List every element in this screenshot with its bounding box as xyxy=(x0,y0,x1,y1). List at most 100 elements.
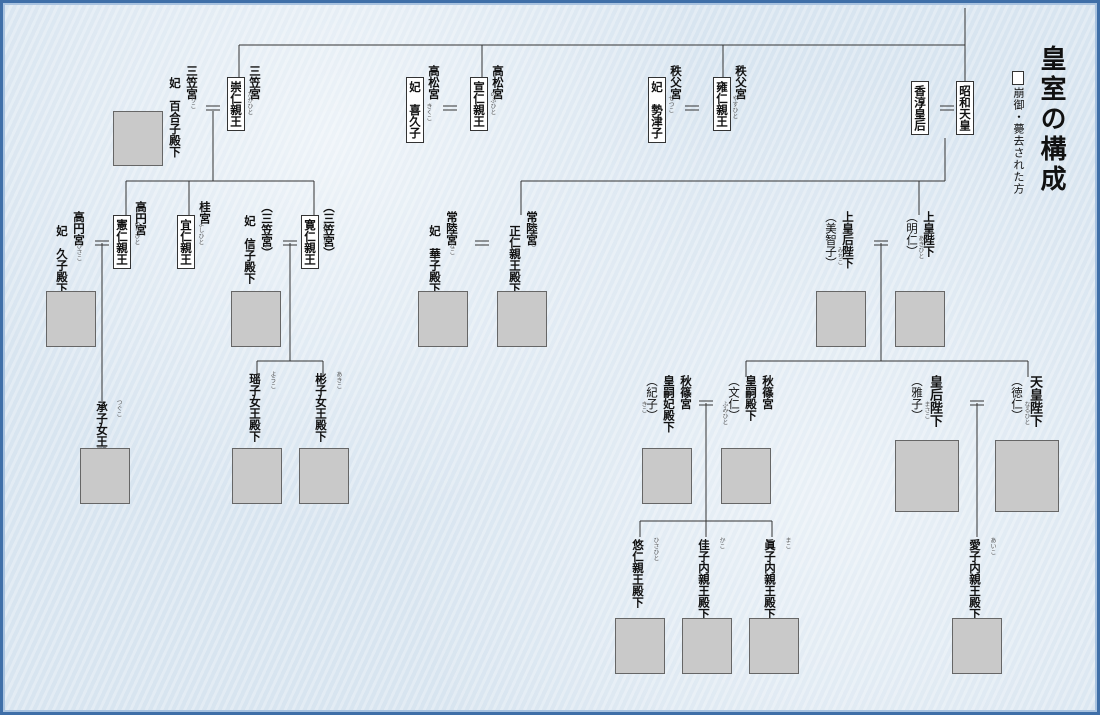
member-naruhito-line-1: （徳仁） xyxy=(1010,375,1024,421)
member-mako: 眞子内親王殿下 xyxy=(763,539,777,620)
member-chichibu-wife-line-1: 妃 勢津子 xyxy=(648,77,666,143)
member-tomohito-line-0: （三笠宮） xyxy=(322,201,336,259)
portrait-kako xyxy=(682,618,732,674)
portrait-mikasa-yuriko xyxy=(113,111,163,166)
portrait-tsuguko xyxy=(80,448,130,504)
member-hanako-line-0: 常陸宮 xyxy=(445,211,459,246)
ruby-hisako: ひさこ xyxy=(75,243,82,261)
portrait-hanako xyxy=(418,291,468,347)
member-fumihito-line-0: 秋篠宮 xyxy=(761,375,775,410)
member-akihito-line-0: 上皇陛下 xyxy=(922,211,936,257)
member-hisahito-line-0: 悠仁親王殿下 xyxy=(631,539,645,608)
ruby-takamatsu: のぶひと xyxy=(489,91,496,115)
member-takamatsu-line-0: 高松宮 xyxy=(491,65,505,100)
member-akiko-line-0: 彬子女王殿下 xyxy=(314,373,328,442)
member-showa: 昭和天皇 xyxy=(956,81,974,135)
member-akiko: 彬子女王殿下 xyxy=(314,373,328,442)
ruby-kiko: きこ xyxy=(640,401,647,413)
chart-title: 皇室の構成 xyxy=(1036,45,1066,195)
member-masako-line-1: （雅子） xyxy=(910,375,924,421)
member-naruhito: 天皇陛下 （徳仁） xyxy=(1010,375,1042,427)
member-mikasa-wife: 三笠宮 妃 百合子殿下 xyxy=(168,65,199,158)
member-mikasa-line-0: 三笠宮 xyxy=(248,65,262,100)
member-akihito-line-1: （明仁） xyxy=(905,211,919,257)
ruby-tomohito: ともひと xyxy=(321,221,328,245)
member-hanako: 常陸宮 妃 華子殿下 xyxy=(428,211,459,294)
member-tomohito-line-1: 寛仁親王 xyxy=(301,215,319,269)
member-kako-line-0: 佳子内親王殿下 xyxy=(697,539,711,620)
ruby-aiko: あいこ xyxy=(989,537,996,555)
portrait-akiko xyxy=(299,448,349,504)
member-takamatsu-line-1: 宣仁親王 xyxy=(470,77,488,131)
member-chichibu-line-0: 秩父宮 xyxy=(734,65,748,100)
ruby-michiko: みちこ xyxy=(836,247,843,265)
member-yoko: 瑶子女王殿下 xyxy=(248,373,262,442)
ruby-chichibu: やすひと xyxy=(731,95,738,119)
member-kojun: 香淳皇后 xyxy=(911,81,929,135)
member-kiko-line-1: 皇嗣妃殿下 xyxy=(662,375,676,433)
portrait-aiko xyxy=(952,618,1002,674)
portrait-kiko xyxy=(642,448,692,504)
member-michiko-line-0: 上皇后陛下 xyxy=(841,211,855,269)
ruby-hanako: はなこ xyxy=(448,237,455,255)
ruby-chichibu-wife: せつこ xyxy=(667,95,674,113)
ruby-naruhito: なるひと xyxy=(1023,401,1030,425)
portrait-hisahito xyxy=(615,618,665,674)
member-akihito: 上皇陛下 （明仁） xyxy=(905,211,936,257)
member-kako: 佳子内親王殿下 xyxy=(697,539,711,620)
ruby-akiko: あきこ xyxy=(335,371,342,389)
ruby-hisahito: ひさひと xyxy=(652,537,659,561)
member-kiko: 秋篠宮 皇嗣妃殿下 （紀子） xyxy=(645,375,693,433)
ruby-mikasa: たかひと xyxy=(246,91,253,115)
portrait-nobuko xyxy=(231,291,281,347)
tree-lines xyxy=(95,8,1029,537)
ruby-tsuguko: つぐこ xyxy=(115,399,122,417)
legend-text: 崩御・薨去された方 xyxy=(1012,87,1025,195)
legend-box-marker xyxy=(1012,71,1024,85)
member-fumihito: 秋篠宮 皇嗣殿下 （文仁） xyxy=(727,375,775,421)
member-katsura-line-0: 桂宮 xyxy=(198,201,212,224)
ruby-fumihito: ふみひと xyxy=(721,401,728,425)
member-takamatsu-wife-line-1: 妃 喜久子 xyxy=(406,77,424,143)
portrait-hitachi xyxy=(497,291,547,347)
member-aiko-line-0: 愛子内親王殿下 xyxy=(968,539,982,620)
member-fumihito-line-2: （文仁） xyxy=(727,375,741,421)
member-aiko: 愛子内親王殿下 xyxy=(968,539,982,620)
member-michiko: 上皇后陛下 （美智子） xyxy=(824,211,855,269)
member-takamado-line-1: 憲仁親王 xyxy=(113,215,131,269)
member-tomohito: （三笠宮） 寛仁親王 xyxy=(301,201,336,269)
member-takamatsu-wife: 高松宮 妃 喜久子 xyxy=(406,65,441,143)
member-yoko-line-0: 瑶子女王殿下 xyxy=(248,373,262,442)
ruby-katsura: よしひと xyxy=(197,221,204,245)
ruby-hitachi: まさひと xyxy=(529,223,536,247)
portrait-hisako xyxy=(46,291,96,347)
member-masako-line-0: 皇后陛下 xyxy=(927,375,942,427)
member-fumihito-line-1: 皇嗣殿下 xyxy=(744,375,758,421)
ruby-akihito: あきひと xyxy=(917,235,924,259)
member-mikasa-line-1: 崇仁親王 xyxy=(227,77,245,131)
member-showa-line-0: 昭和天皇 xyxy=(956,81,974,135)
member-katsura-line-1: 宜仁親王 xyxy=(177,215,195,269)
ruby-kako: かこ xyxy=(718,537,725,549)
ruby-nobuko: のぶこ xyxy=(263,231,270,249)
member-chichibu-line-1: 雍仁親王 xyxy=(713,77,731,131)
member-takamado: 高円宮 憲仁親王 xyxy=(113,201,148,269)
member-takamatsu: 高松宮 宣仁親王 xyxy=(470,65,505,131)
member-hisako-line-0: 高円宮 xyxy=(72,211,86,246)
member-naruhito-line-0: 天皇陛下 xyxy=(1027,375,1042,427)
ruby-takamatsu-wife: きくこ xyxy=(425,103,432,121)
member-kiko-line-2: （紀子） xyxy=(645,375,659,421)
ruby-yoko: ようこ xyxy=(269,371,276,389)
member-hisako-line-1: 妃 久子殿下 xyxy=(55,225,69,294)
member-katsura: 桂宮 宜仁親王 xyxy=(177,201,212,269)
member-chichibu-wife: 秩父宮 妃 勢津子 xyxy=(648,65,683,143)
member-masako: 皇后陛下 （雅子） xyxy=(910,375,942,427)
member-mako-line-0: 眞子内親王殿下 xyxy=(763,539,777,620)
member-nobuko: （三笠宮） 妃 信子殿下 xyxy=(243,201,274,284)
member-chichibu-wife-line-0: 秩父宮 xyxy=(669,65,683,100)
ruby-mako: まこ xyxy=(784,537,791,549)
member-hitachi-line-0: 常陸宮 xyxy=(525,211,539,246)
member-hisako: 高円宮 妃 久子殿下 xyxy=(55,211,86,294)
member-michiko-line-1: （美智子） xyxy=(824,211,838,269)
